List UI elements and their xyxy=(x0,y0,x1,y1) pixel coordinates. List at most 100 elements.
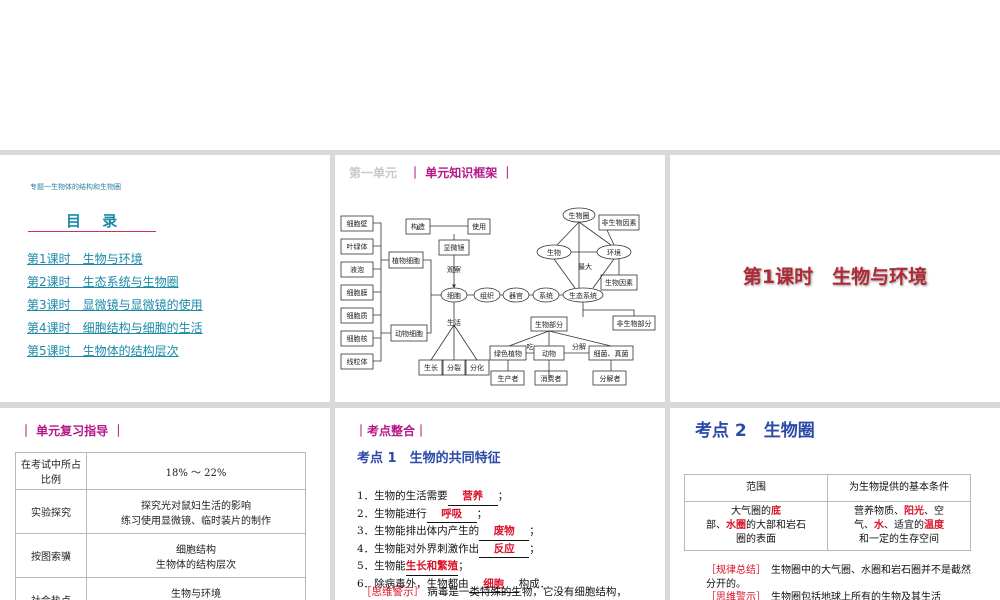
box-nonbio-part: 非生物部分 xyxy=(617,319,652,328)
answer-blank: 水圈 xyxy=(726,520,746,531)
box-plant-cell: 植物细胞 xyxy=(392,256,420,265)
key-point-title: 考点 2 生物圈 xyxy=(695,421,815,441)
slide-knowledge-framework[interactable]: 第一单元 ｜ 单元知识框架 ｜ xyxy=(335,155,665,402)
item-suffix: ； xyxy=(529,542,540,555)
box-fungi: 细菌、真菌 xyxy=(594,349,629,358)
table-key: 在考试中所占比例 xyxy=(15,452,87,490)
box-use: 使用 xyxy=(472,222,486,231)
biosphere-table: 范围 为生物提供的基本条件 大气圈的底 部、水圈的大部和岩石 圈的表面 营养物质… xyxy=(684,474,971,551)
node-system: 系统 xyxy=(539,291,553,300)
box-abiotic: 非生物因素 xyxy=(602,218,637,227)
table-value: 探究光对鼠妇生活的影响 练习使用显微镜、临时装片的制作 xyxy=(86,489,306,534)
box-structure: 构造 xyxy=(411,222,425,231)
toc-link-1[interactable]: 第1课时 生物与环境 xyxy=(27,252,143,266)
answer-blank: 温度 xyxy=(924,520,944,531)
table-row: 在考试中所占比例 18% ～ 22% xyxy=(15,452,306,490)
toc-title: 目 录 xyxy=(66,212,126,230)
table-value: 18% ～ 22% xyxy=(86,452,306,490)
warning-body: 生物圈包括地球上所有的生物及其生活 xyxy=(771,592,941,600)
item-suffix: ； xyxy=(458,560,469,572)
item-suffix: ； xyxy=(476,507,488,520)
item-text: 5．生物能 xyxy=(357,560,406,572)
warning-text: 病毒是一类特殊的生物，它没有细胞结构， xyxy=(427,586,627,598)
characteristics-list: 1．生物的生活需要营养； 2．生物能进行呼吸； 3．生物能排出体内产生的废物； … xyxy=(357,488,550,593)
framework-header: ｜ 单元知识框架 ｜ xyxy=(409,166,514,180)
box-cytoplasm: 细胞质 xyxy=(347,311,368,320)
thinking-warning: ［思维警示］ 病毒是一类特殊的生物，它没有细胞结构， xyxy=(361,584,627,599)
unit-label: 第一单元 xyxy=(349,166,398,180)
list-item: 6．除病毒外，生物都由细胞构成． xyxy=(357,576,550,593)
list-item: 2．生物能进行呼吸； xyxy=(357,506,550,523)
table-row: 大气圈的底 部、水圈的大部和岩石 圈的表面 营养物质、阳光、空 气、水、适宜的温… xyxy=(684,501,971,551)
cell-text: 营养物质、 xyxy=(854,506,904,517)
node-organ: 器官 xyxy=(509,291,523,300)
answer-blank: 营养 xyxy=(447,488,498,506)
box-producer: 生产者 xyxy=(498,374,519,383)
table-row: 实验探究 探究光对鼠妇生活的影响 练习使用显微镜、临时装片的制作 xyxy=(15,489,306,534)
answer-blank: 底 xyxy=(771,506,781,517)
item-text: 3．生物能排出体内产生的 xyxy=(357,525,480,537)
table-key: 社会热点 xyxy=(15,577,87,600)
box-bio-part: 生物部分 xyxy=(535,320,563,329)
slide-toc[interactable]: 专题一生物体的结构和生物圈 目 录 第1课时 生物与环境 第2课时 生态系统与生… xyxy=(0,155,330,402)
answer-blank: 废物 xyxy=(479,523,530,541)
toc-link-4[interactable]: 第4课时 细胞结构与细胞的生活 xyxy=(27,321,203,335)
box-differentiation: 分化 xyxy=(470,363,484,372)
box-consumer: 消费者 xyxy=(541,374,562,383)
box-division: 分裂 xyxy=(447,363,461,372)
cell-text: 和一定的生存空间 xyxy=(859,534,939,545)
box-cell-membrane: 细胞膜 xyxy=(347,288,368,297)
slide-review-guide[interactable]: ｜ 单元复习指导 ｜ 在考试中所占比例 18% ～ 22% 实验探究 探究光对鼠… xyxy=(0,408,330,600)
cell-text: 、空 xyxy=(924,506,944,517)
slide-lesson-title[interactable]: 第1课时 生物与环境 xyxy=(670,155,1000,402)
top-blank-area xyxy=(0,0,1000,150)
framework-diagram: 细胞壁 叶绿体 液泡 细胞膜 细胞质 细胞核 线粒体 植物细胞 动物细胞 构造 … xyxy=(340,207,656,386)
toc-link-2[interactable]: 第2课时 生态系统与生物圈 xyxy=(27,275,179,289)
box-cell-wall: 细胞壁 xyxy=(347,219,368,228)
cell-text: 的大部和岩石 xyxy=(746,520,806,531)
node-ecosystem: 生态系统 xyxy=(569,291,597,300)
review-header: ｜ 单元复习指导 ｜ xyxy=(20,424,125,438)
scope-cell: 大气圈的底 部、水圈的大部和岩石 圈的表面 xyxy=(684,501,828,551)
table-key: 实验探究 xyxy=(15,489,87,534)
toc-link-3[interactable]: 第3课时 显微镜与显微镜的使用 xyxy=(27,298,203,312)
summary-text: ［规律总结］ 生物圈中的大气圈、水圈和岩石圈并不是截然分开的。 ［思维警示］ 生… xyxy=(706,564,976,600)
review-table: 在考试中所占比例 18% ～ 22% 实验探究 探究光对鼠妇生活的影响 练习使用… xyxy=(15,452,306,600)
summary-body: 生物圈中的大气圈、水圈和岩石圈并不是截然分开的。 xyxy=(706,565,971,590)
item-text: 1．生物的生活需要 xyxy=(357,490,448,502)
label-decompose: 分解 xyxy=(572,342,586,351)
answer-blank: 呼吸 xyxy=(426,506,477,523)
answer-blank: 阳光 xyxy=(904,506,924,517)
table-header: 范围 xyxy=(684,474,828,502)
box-decomposer: 分解者 xyxy=(600,374,621,383)
answer-blank: 细胞 xyxy=(468,576,519,593)
table-row: 社会热点 生物与环境 生态系统与生物圈 xyxy=(15,577,306,600)
table-row: 范围 为生物提供的基本条件 xyxy=(684,474,971,502)
answer-blank: 水 xyxy=(874,520,884,531)
cell-text: 大气圈的 xyxy=(731,506,771,517)
cell-text: 气、 xyxy=(854,520,874,531)
conditions-cell: 营养物质、阳光、空 气、水、适宜的温度 和一定的生存空间 xyxy=(827,501,971,551)
integration-header: ｜考点整合｜ xyxy=(355,424,428,438)
warning-tag: ［思维警示］ xyxy=(706,592,761,600)
item-text: 6．除病毒外，生物都由 xyxy=(357,577,469,590)
table-row: 按图索骥 细胞结构 生物体的结构层次 xyxy=(15,533,306,578)
item-text: 2．生物能进行 xyxy=(357,507,427,520)
label-life: 生活 xyxy=(447,318,461,327)
slide-key-point-1[interactable]: ｜考点整合｜ 考点 1 生物的共同特征 1．生物的生活需要营养； 2．生物能进行… xyxy=(335,408,665,600)
node-organism: 生物 xyxy=(547,248,561,257)
box-nucleus: 细胞核 xyxy=(347,334,368,343)
box-animal: 动物 xyxy=(542,349,556,358)
summary-tag: ［规律总结］ xyxy=(706,565,761,576)
topic-label: 专题一生物体的结构和生物圈 xyxy=(30,183,121,191)
table-key: 按图索骥 xyxy=(15,533,87,578)
slide-key-point-2[interactable]: 考点 2 生物圈 范围 为生物提供的基本条件 大气圈的底 部、水圈的大部和岩石 … xyxy=(670,408,1000,600)
toc-divider xyxy=(28,231,156,232)
slide-header: 第一单元 ｜ 单元知识框架 ｜ xyxy=(349,164,513,181)
label-observe: 观察 xyxy=(447,265,461,274)
item-text: 4．生物能对外界刺激作出 xyxy=(357,542,480,555)
lesson-title: 第1课时 生物与环境 xyxy=(742,266,928,288)
table-value: 生物与环境 生态系统与生物圈 xyxy=(86,577,306,600)
toc-link-5[interactable]: 第5课时 生物体的结构层次 xyxy=(27,344,179,358)
answer-blank: 生长和繁殖 xyxy=(405,558,459,576)
